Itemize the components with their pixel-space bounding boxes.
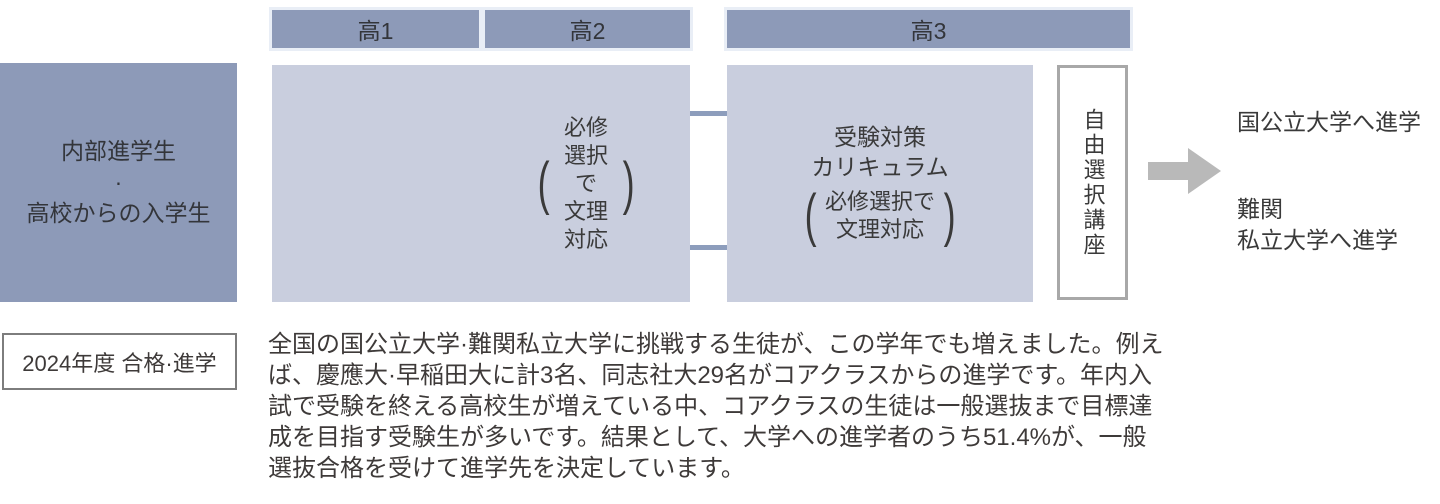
right-arrow-icon — [1148, 148, 1221, 194]
entry-students-box: 内部進学生 · 高校からの入学生 — [0, 63, 237, 302]
grade-header-ko3: 高3 — [724, 7, 1133, 51]
grade-header-ko2: 高2 — [482, 7, 693, 51]
free-elective-box: 自由選択講座 — [1057, 65, 1128, 300]
entry-students-label: 内部進学生 · 高校からの入学生 — [26, 138, 211, 226]
grade3-curriculum-box: 受験対策 カリキュラム ( 必修選択で 文理対応 ) — [727, 65, 1033, 302]
free-elective-label: 自由選択講座 — [1080, 107, 1106, 258]
results-paragraph: 全国の国公立大学·難関私立大学に挑戦する生徒が、この学年でも増えました。例え ば… — [268, 331, 1164, 482]
grade-header-ko3-label: 高3 — [910, 18, 947, 44]
connector-line-bottom — [690, 245, 728, 250]
paren-close: ) — [943, 183, 956, 248]
paren-open: ( — [537, 150, 550, 216]
elective-note-group: ( 必修選択で 文理対応 ) — [534, 114, 638, 254]
paren-close: ) — [622, 150, 635, 216]
grade-header-ko1-label: 高1 — [357, 18, 394, 44]
outcome-national-universities: 国公立大学へ進学 — [1237, 109, 1421, 135]
outcome-private-universities: 難関 私立大学へ進学 — [1237, 196, 1398, 253]
connector-line-top — [690, 111, 728, 116]
grade-header-ko2-label: 高2 — [569, 18, 606, 44]
grade-header-ko1: 高1 — [269, 7, 482, 51]
elective-note-group-2: ( 必修選択で 文理対応 ) — [801, 187, 960, 245]
elective-note-text-2: 必修選択で 文理対応 — [824, 189, 935, 242]
paren-open: ( — [804, 183, 817, 248]
results-badge-box: 2024年度 合格·進学 — [2, 333, 237, 390]
results-badge-label: 2024年度 合格·進学 — [22, 350, 217, 376]
elective-note-text: 必修選択で 文理対応 — [563, 114, 608, 252]
exam-prep-title: 受験対策 カリキュラム — [811, 124, 949, 180]
grade1-2-curriculum-box: ( 必修選択で 文理対応 ) — [272, 65, 690, 302]
